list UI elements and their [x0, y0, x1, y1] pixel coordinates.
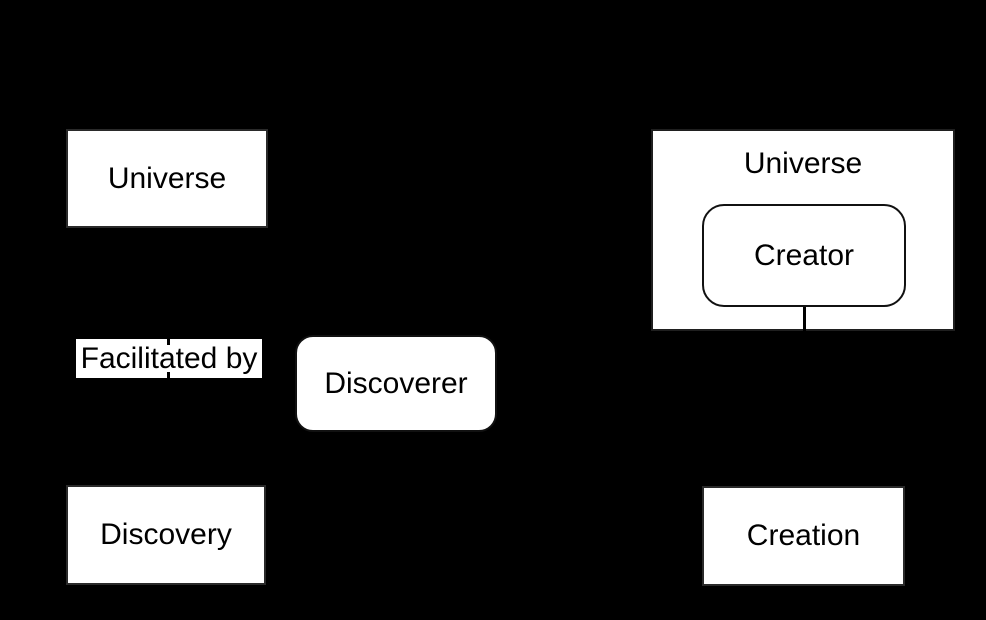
discovery-label: Discovery: [100, 518, 232, 551]
discovery-node: Discovery: [66, 485, 266, 585]
creation-label: Creation: [746, 519, 861, 552]
discoverer-node: Discoverer: [295, 335, 497, 432]
connector-tick-top: [167, 339, 170, 345]
universe-left-node: Universe: [66, 129, 268, 228]
creation-node: Creation: [702, 486, 905, 586]
creator-connector-line: [803, 307, 806, 331]
creator-label: Creator: [753, 238, 855, 272]
universe-right-label: Universe: [743, 147, 863, 180]
creator-node: Creator: [702, 204, 906, 307]
universe-right-container: Universe Creator: [651, 129, 955, 331]
connector-tick-bottom: [167, 372, 170, 378]
facilitated-by-text: Facilitated by: [80, 341, 258, 375]
universe-left-label: Universe: [107, 161, 227, 195]
discoverer-label: Discoverer: [324, 366, 468, 400]
facilitated-by-label: Facilitated by: [76, 339, 262, 378]
